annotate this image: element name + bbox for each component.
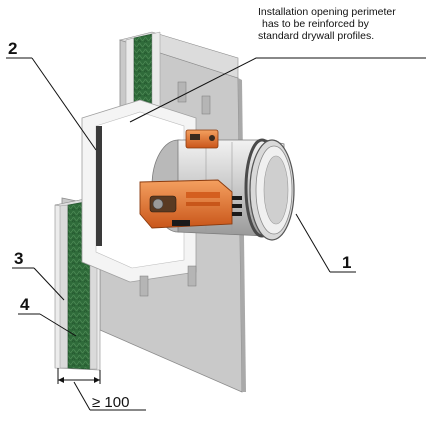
note-line-3: standard drywall profiles. <box>258 30 375 42</box>
top-actuator <box>185 129 219 149</box>
note-line-1: Installation opening perimeter <box>258 6 396 18</box>
thickness-dimension <box>57 368 146 411</box>
callout-4: 4 <box>20 295 30 314</box>
callout-3: 3 <box>14 249 24 268</box>
wall-top-section <box>118 31 239 121</box>
reinforcement-note: Installation opening perimeter has to be… <box>258 6 426 42</box>
dimension-label: ≥ 100 <box>92 394 130 411</box>
callout-1: 1 <box>342 253 352 272</box>
leader-lines <box>6 57 426 337</box>
note-line-2: has to be reinforced by <box>262 18 369 30</box>
main-actuator <box>139 179 242 229</box>
callout-2: 2 <box>8 39 18 58</box>
